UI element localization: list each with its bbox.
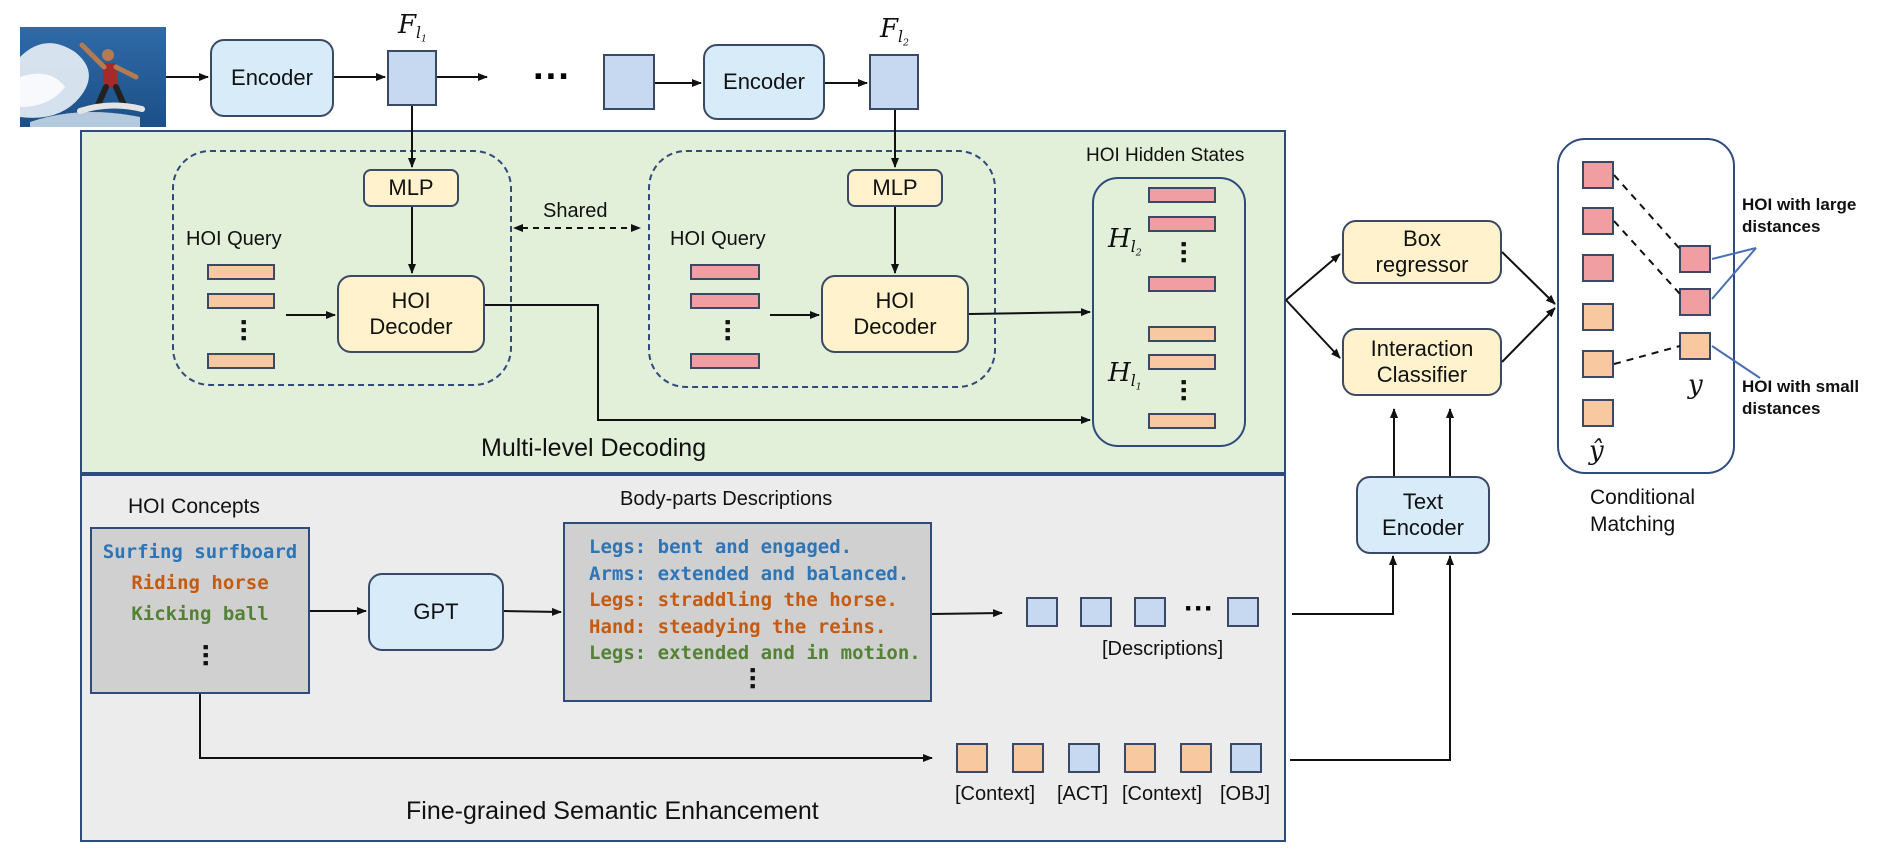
gpt-box: GPT (368, 573, 504, 651)
pipeline-ellipsis: ··· (533, 56, 571, 98)
hidden-state-label-l1: Hl1 (1108, 358, 1142, 393)
body-part-description: Legs: straddling the horse. (589, 589, 898, 611)
prompt-token-obj (1230, 743, 1262, 773)
arrow-hidden-to-classifier (1285, 299, 1341, 359)
matching-container (1557, 138, 1735, 474)
query-bar-right-2 (690, 293, 760, 309)
hoi-query-label-right: HOI Query (670, 228, 766, 250)
body-part-description: Legs: extended and in motion. (589, 642, 921, 664)
feature-label-fl2: Fl2 (880, 14, 910, 49)
hoi-concept-item: Riding horse (131, 572, 269, 594)
token-label-act: [ACT] (1057, 783, 1109, 805)
pred-token-2 (1582, 207, 1614, 235)
feature-label-fl1: Fl1 (398, 10, 428, 45)
hidden-bar-l1-3 (1148, 413, 1216, 429)
hidden-bar-l2-2 (1148, 216, 1216, 232)
body-parts-box: Legs: bent and engaged. Arms: extended an… (563, 522, 932, 702)
descriptions-dots: ··· (736, 666, 769, 690)
gt-token-2 (1679, 288, 1711, 316)
token-label-context-1: [Context] (955, 783, 1036, 805)
hidden-states-title: HOI Hidden States (1086, 145, 1245, 166)
prompt-token-context-4 (1180, 743, 1212, 773)
body-parts-list: Legs: bent and engaged. Arms: extended an… (565, 524, 930, 667)
description-tokens-ellipsis: ··· (1184, 592, 1214, 625)
hoi-concept-item: Kicking ball (131, 603, 269, 625)
concepts-dots: ··· (189, 643, 222, 667)
shared-label: Shared (543, 200, 608, 222)
token-label-context-2: [Context] (1122, 783, 1203, 805)
hidden-dots-l2: ··· (1167, 240, 1200, 264)
arrow-box-to-matching (1501, 251, 1556, 305)
encoder-box-left: Encoder (210, 39, 334, 117)
decoder-group-left (172, 150, 512, 386)
y-label: y (1688, 370, 1703, 400)
encoder-box-right: Encoder (703, 44, 825, 120)
multi-level-decoding-title: Multi-level Decoding (481, 434, 707, 462)
arrow-prompt-tokens-to-text-encoder (1290, 555, 1454, 761)
prompt-token-context-2 (1012, 743, 1044, 773)
query-bar-left-1 (207, 264, 275, 280)
hidden-bar-l1-2 (1148, 354, 1216, 370)
token-label-obj: [OBJ] (1220, 783, 1271, 805)
y-hat-label: ŷ (1589, 436, 1604, 466)
encoder-right-label: Encoder (723, 68, 805, 94)
hidden-bar-l2-1 (1148, 187, 1216, 203)
hoi-concepts-title: HOI Concepts (128, 495, 260, 518)
gt-token-3 (1679, 332, 1711, 360)
body-part-description: Arms: extended and balanced. (589, 562, 910, 585)
pred-token-1 (1582, 161, 1614, 189)
arrow-description-tokens-to-text-encoder (1292, 555, 1397, 615)
description-token-2 (1080, 597, 1112, 627)
hidden-bar-l1-1 (1148, 326, 1216, 342)
gt-token-1 (1679, 245, 1711, 273)
description-token-4 (1227, 597, 1259, 627)
encoder-left-label: Encoder (231, 64, 313, 90)
body-part-description: Hand: steadying the reins. (589, 615, 887, 638)
arrow-classifier-to-matching (1501, 307, 1556, 363)
feature-square-fl2 (869, 54, 919, 110)
description-token-1 (1026, 597, 1058, 627)
hidden-bar-l2-3 (1148, 276, 1216, 292)
pred-token-4 (1582, 303, 1614, 331)
mlp-box-right: MLP (847, 169, 943, 207)
hidden-states-container (1092, 177, 1246, 447)
query-dots-right: ··· (711, 318, 744, 342)
prompt-token-act (1068, 743, 1100, 773)
query-bar-left-3 (207, 353, 275, 369)
feature-square-mid (603, 54, 655, 110)
arrow-hidden-to-box-regressor (1285, 253, 1341, 301)
query-dots-left: ··· (227, 318, 260, 342)
surfer-input-image (20, 27, 166, 127)
feature-square-fl1 (387, 50, 437, 106)
hoi-concept-item: Surfing surfboard (102, 541, 298, 563)
body-part-description: Legs: bent and engaged. (589, 536, 853, 558)
semantic-enhancement-title: Fine-grained Semantic Enhancement (406, 797, 819, 825)
hoi-query-label-left: HOI Query (186, 228, 282, 250)
body-parts-title: Body-parts Descriptions (620, 488, 833, 510)
query-bar-right-3 (690, 353, 760, 369)
pred-token-3 (1582, 254, 1614, 282)
query-bar-right-1 (690, 264, 760, 280)
query-bar-left-2 (207, 293, 275, 309)
hidden-dots-l1: ··· (1167, 378, 1200, 402)
hidden-state-label-l2: Hl2 (1108, 224, 1142, 259)
pred-token-6 (1582, 399, 1614, 427)
descriptions-label: [Descriptions] (1102, 638, 1224, 660)
pred-token-5 (1582, 350, 1614, 378)
description-token-3 (1134, 597, 1166, 627)
prompt-token-context-1 (956, 743, 988, 773)
prompt-token-context-3 (1124, 743, 1156, 773)
mlp-box-left: MLP (363, 169, 459, 207)
